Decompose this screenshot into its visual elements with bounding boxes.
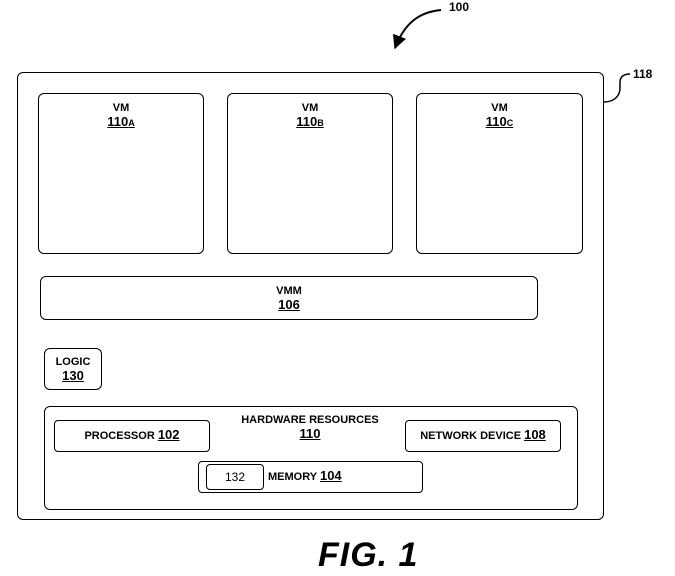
vm-c-box [416,93,583,254]
ref-118-label: 118 [633,67,653,81]
vm-c-title: VM [491,102,508,114]
figure-pointer-arrow [392,9,442,50]
logic-title: LOGIC [55,356,91,368]
hardware-ref: 110 [299,426,321,441]
network-device-title: NETWORK DEVICE [420,430,522,442]
network-device-ref: 108 [524,427,546,442]
logic-ref: 130 [62,368,84,383]
ref-100-label: 100 [449,0,470,14]
hardware-label: HARDWARE RESOURCES 110 [210,413,410,442]
vmm-box [40,276,538,320]
memory-title: MEMORY [268,471,317,483]
vm-c-ref: 110 [485,114,507,129]
memory-inner-label: 132 [224,470,246,484]
network-device-label: NETWORK DEVICE 108 [405,428,561,443]
logic-label: LOGIC 130 [44,355,102,384]
vm-a-title: VM [112,102,130,114]
processor-ref: 102 [157,427,180,442]
processor-box [54,420,210,452]
hardware-title: HARDWARE RESOURCES [241,414,379,426]
processor-label: PROCESSOR 102 [54,428,210,443]
vm-c-label: VM 110C [416,101,583,130]
processor-title: PROCESSOR [84,430,155,442]
vm-b-suffix: B [317,118,324,128]
vm-b-label: VM 110B [227,101,393,130]
vm-a-label: VM 110A [38,101,204,130]
vm-a-ref: 110 [107,114,129,129]
ref-118-leader [603,73,631,103]
vm-b-box [227,93,393,254]
memory-ref: 104 [319,468,342,483]
memory-label: MEMORY 104 [268,469,358,484]
figure-caption: FIG. 1 [318,536,419,574]
vmm-title: VMM [276,285,302,297]
network-device-box [405,420,561,452]
vm-b-title: VM [301,102,319,114]
vm-c-suffix: C [506,118,514,128]
vm-b-ref: 110 [296,114,318,129]
memory-inner-box [206,464,264,490]
logic-box [44,348,102,390]
vm-a-box [38,93,204,254]
vmm-ref: 106 [278,297,300,312]
vmm-label: VMM 106 [40,284,538,313]
vm-a-suffix: A [128,118,135,128]
